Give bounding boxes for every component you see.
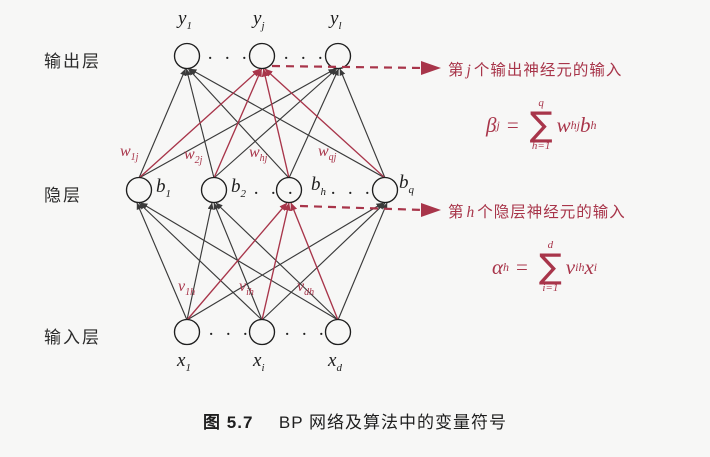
callout-arrowhead-output: [421, 61, 441, 75]
input-ellipsis-left: · · ·: [208, 324, 252, 345]
input-node-label-i: xi: [253, 350, 265, 374]
output-ellipsis-right: · · ·: [283, 48, 327, 69]
input-node-1: [173, 318, 201, 346]
output-node-label-1: y1: [178, 8, 192, 32]
hidden-node-1: [125, 176, 153, 204]
hidden-node-2: [200, 176, 228, 204]
output-node-label-l: yl: [330, 8, 342, 32]
edges-input-to-hidden-red: [186, 202, 339, 321]
layer-label-hidden: 隐层: [44, 186, 82, 205]
weight-label-v1h: v1h: [178, 278, 196, 299]
weight-label-wqj: wqj: [318, 143, 337, 164]
hidden-node-h: [275, 176, 303, 204]
input-node-i: [248, 318, 276, 346]
caption-text: BP 网络及算法中的变量符号: [278, 413, 507, 432]
output-ellipsis-left: · · ·: [207, 48, 251, 69]
layer-label-output: 输出层: [44, 52, 101, 71]
weight-label-whj: whj: [249, 144, 268, 165]
input-ellipsis-right: · · ·: [284, 324, 328, 345]
hidden-node-label-2: b2: [231, 176, 246, 200]
input-node-label-d: xd: [328, 350, 342, 374]
output-node-1: [173, 42, 201, 70]
hidden-ellipsis-right: · · ·: [330, 183, 374, 204]
weight-label-vdh: vdh: [297, 278, 315, 299]
output-node-j: [248, 42, 276, 70]
input-node-d: [324, 318, 352, 346]
output-node-label-j: yj: [253, 8, 265, 32]
callout-arrow-output: [271, 64, 425, 70]
summation-operator-beta: q ∑ h=1: [529, 97, 553, 153]
hidden-node-label-q: bq: [399, 172, 414, 196]
hidden-node-label-h: bh: [311, 174, 326, 198]
edges-hidden-to-output-red: [138, 68, 386, 179]
weight-label-vih: vih: [239, 278, 254, 299]
output-node-l: [324, 42, 352, 70]
input-node-circles: [173, 318, 352, 346]
layer-label-input: 输入层: [44, 328, 101, 347]
caption-prefix: 图: [203, 413, 222, 432]
figure-caption: 图 5.7 BP 网络及算法中的变量符号: [0, 408, 710, 433]
hidden-node-circles: [125, 176, 399, 204]
summation-operator-alpha: d ∑ i=1: [538, 239, 562, 295]
input-node-label-1: x1: [177, 350, 191, 374]
output-node-circles: [173, 42, 352, 70]
hidden-node-label-1: b1: [156, 176, 171, 200]
callout-arrowhead-hidden: [421, 203, 441, 217]
edges-input-to-hidden-black: [136, 202, 388, 321]
weight-label-w1j: w1j: [120, 143, 139, 164]
hidden-node-q: [371, 176, 399, 204]
callout-arrow-hidden: [299, 204, 425, 212]
edges-hidden-to-output-black: [138, 68, 386, 179]
hidden-ellipsis-mid: · · ·: [253, 183, 297, 204]
weight-label-w2j: w2j: [184, 146, 203, 167]
caption-number: 5.7: [226, 413, 254, 432]
